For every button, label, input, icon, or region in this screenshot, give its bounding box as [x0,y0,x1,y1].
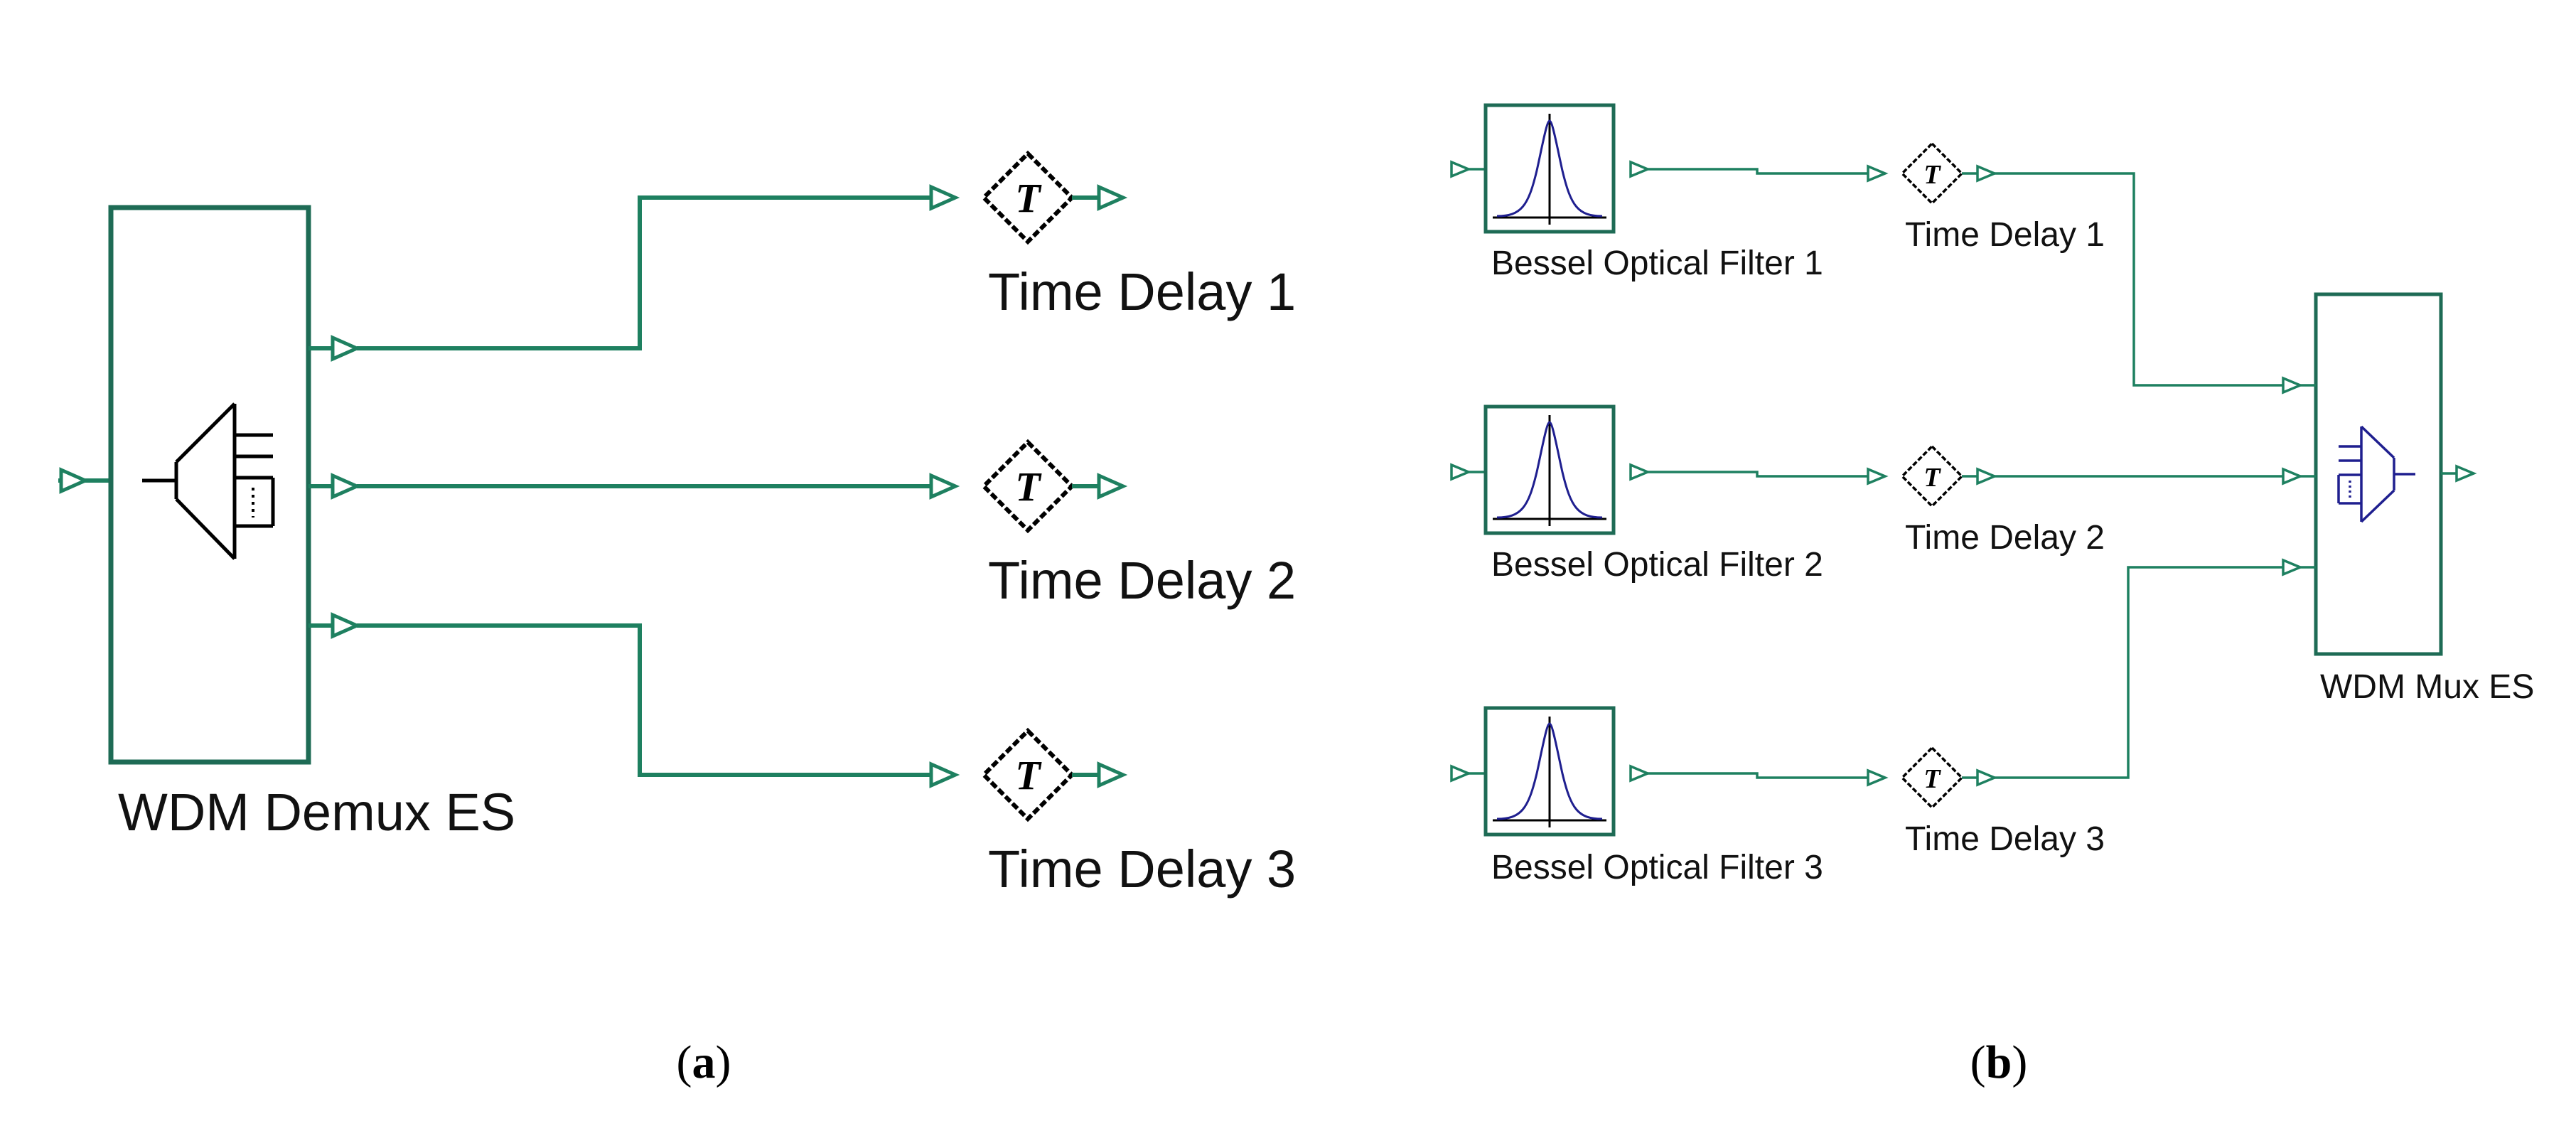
time-delay-a-1-label: Time Delay 1 [988,262,1296,321]
bessel-filter-icon [1493,415,1606,526]
bessel-filter-1-label: Bessel Optical Filter 1 [1491,245,1823,282]
svg-text:T: T [1015,463,1042,510]
time-delay-icon [980,150,1075,245]
demux-icon [142,402,275,560]
time-delay-b-3[interactable]: T [1867,746,1996,810]
svg-text:T: T [1015,752,1042,798]
wire-a-1[interactable] [357,195,931,350]
time-delay-a-2-label: Time Delay 2 [988,551,1296,610]
time-delay-icon [980,727,1075,822]
wdm-mux-block[interactable] [2300,292,2443,656]
svg-text:T: T [1923,764,1941,794]
wire-b-3a[interactable] [1648,772,1868,779]
svg-text:T: T [1923,463,1941,493]
wire-b-3b[interactable] [1995,566,2283,779]
time-delay-icon [1900,746,1964,810]
demux-output-port-1[interactable] [308,338,357,359]
panel-b: Bessel Optical Filter 1 T Time Delay 1 B… [1450,103,2534,1088]
mux-label: WDM Mux ES [2320,668,2534,706]
svg-text:T: T [1015,175,1042,221]
wdm-demux-block[interactable] [108,205,311,765]
time-delay-b-1[interactable]: T [1867,141,1996,205]
mux-output-port[interactable] [2441,465,2475,482]
time-delay-b-2-label: Time Delay 2 [1905,519,2105,557]
wire-a-3[interactable] [357,623,931,777]
bessel-filter-2[interactable] [1483,404,1616,535]
wire-b-2a[interactable] [1648,471,1868,478]
panel-a: WDM Demux ES T Time Delay 1 [58,150,1296,1088]
filter-input-port-2[interactable] [1450,463,1486,481]
time-delay-icon [980,439,1075,534]
mux-input-ports[interactable] [2282,377,2302,576]
time-delay-a-2[interactable]: T [931,439,1123,534]
caption-a: (a) [677,1036,731,1088]
mux-icon [2337,425,2415,523]
demux-input-port[interactable] [58,470,111,491]
bessel-filter-3-label: Bessel Optical Filter 3 [1491,849,1823,886]
wire-b-1a[interactable] [1648,168,1868,175]
time-delay-a-3-label: Time Delay 3 [988,840,1296,899]
wire-b-1b[interactable] [1995,172,2283,387]
time-delay-b-2[interactable]: T [1867,444,1996,508]
demux-output-port-2[interactable] [308,476,357,497]
demux-label: WDM Demux ES [118,783,515,842]
caption-b: (b) [1970,1036,2028,1088]
svg-text:T: T [1923,160,1941,190]
filter-input-port-1[interactable] [1450,161,1486,178]
bessel-filter-2-label: Bessel Optical Filter 2 [1491,546,1823,584]
time-delay-a-1[interactable]: T [931,150,1123,245]
time-delay-a-3[interactable]: T [931,727,1123,822]
bessel-filter-1[interactable] [1483,103,1616,234]
time-delay-b-3-label: Time Delay 3 [1905,820,2105,858]
time-delay-icon [1900,444,1964,508]
time-delay-icon [1900,141,1964,205]
bessel-filter-icon [1493,114,1606,225]
bessel-filter-icon [1493,717,1606,827]
bessel-filter-3[interactable] [1483,706,1616,837]
demux-output-port-3[interactable] [308,615,357,636]
filter-input-port-3[interactable] [1450,765,1486,782]
time-delay-b-1-label: Time Delay 1 [1905,216,2105,254]
